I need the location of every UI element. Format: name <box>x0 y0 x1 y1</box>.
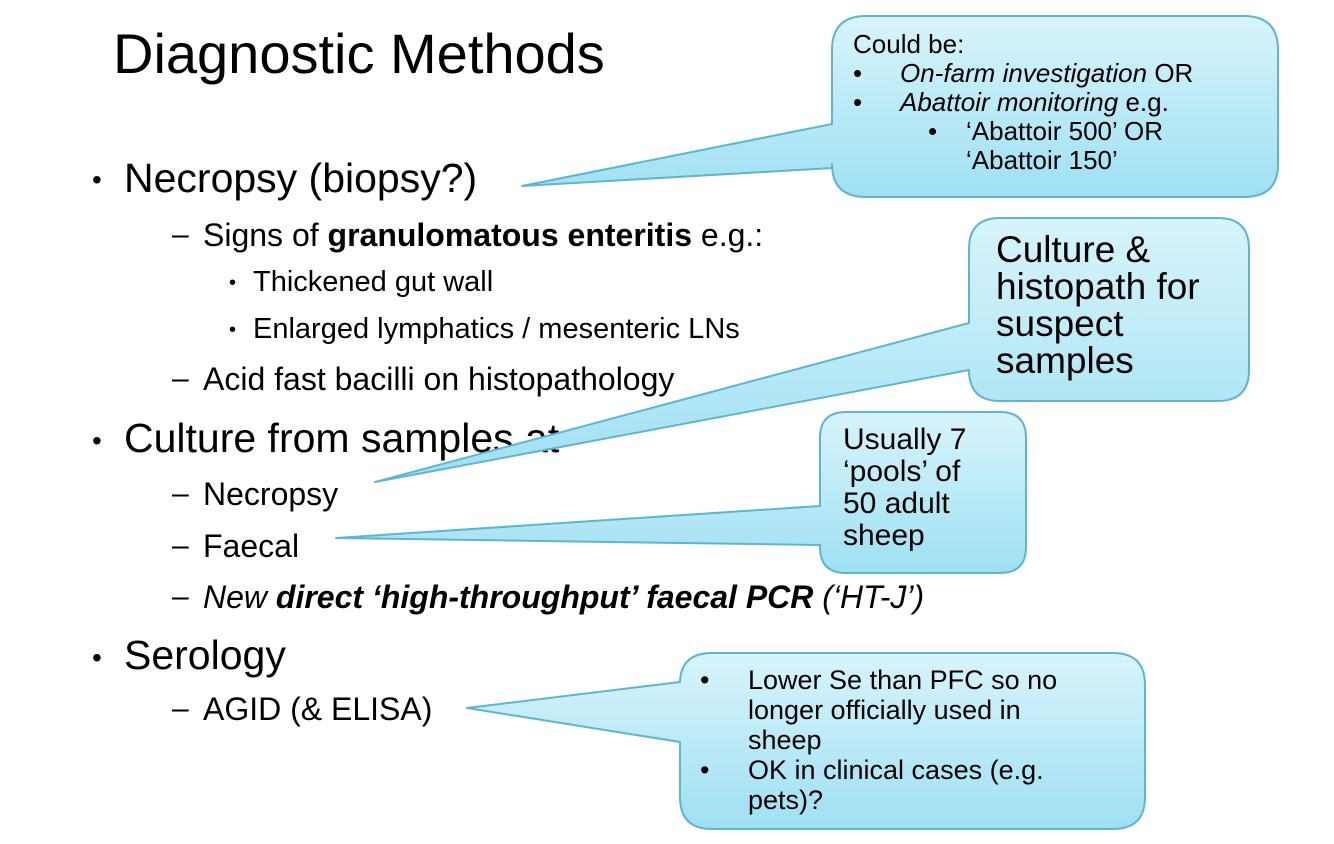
callout-line: samples <box>996 340 1134 381</box>
abattoir-italic: Abattoir monitoring <box>900 87 1119 117</box>
callout-bullet-dot: • <box>853 87 863 117</box>
abattoir-suffix: e.g. <box>1118 87 1169 117</box>
pcr-bold: direct ‘high-throughput’ faecal PCR <box>275 579 814 615</box>
pcr-new: New <box>203 579 276 615</box>
dash-marker: – <box>172 580 189 613</box>
callout-investigation: Could be: •On-farm investigation OR •Aba… <box>853 30 1193 175</box>
callout-item-abattoir: • Abattoir monitoring e.g. <box>853 88 1193 117</box>
callout-item-lower-se: • Lower Se than PFC so no <box>700 665 1057 695</box>
callout-line: 50 adult <box>843 487 950 520</box>
callout-line: longer officially used in <box>748 695 1021 725</box>
bullet-enlarged: Enlarged lymphatics / mesenteric LNs <box>253 313 740 345</box>
dash-marker: – <box>172 529 189 562</box>
callout-item-onfarm: • On-farm investigation OR <box>853 59 1193 88</box>
callout-sub-abattoir-500: • ‘Abattoir 500’ OR <box>853 117 1193 146</box>
callout-shape-serology <box>466 652 1146 830</box>
callout-serology: • Lower Se than PFC so no longer official… <box>700 665 1057 815</box>
sub-bullet-dot: • <box>229 319 237 341</box>
dash-marker: – <box>172 218 189 251</box>
onfarm-italic: On-farm investigation <box>900 58 1148 88</box>
callout-bullet-dot: • <box>700 755 710 785</box>
callout-shape-pools <box>335 411 1027 574</box>
callout-pools: Usually 7 ‘pools’ of 50 adult sheep <box>843 424 966 552</box>
dash-marker: – <box>172 692 189 725</box>
sub-bullet-dot: • <box>229 272 237 294</box>
bullet-dot: • <box>92 642 102 673</box>
callout-line: Culture & <box>996 229 1151 270</box>
bullet-signs: Signs of granulomatous enteritis e.g.: <box>203 217 763 253</box>
lower-se-line: Lower Se than PFC so no <box>748 665 1058 695</box>
callout-shape-investigation <box>521 15 1279 198</box>
callout-line: sheep <box>748 725 822 755</box>
bullet-agid: AGID (& ELISA) <box>203 691 433 727</box>
bullet-dot: • <box>92 425 102 456</box>
callout-culture: Culture & histopath for suspect samples <box>996 231 1200 379</box>
callout-shape-culture <box>374 217 1250 483</box>
onfarm-suffix: OR <box>1147 58 1194 88</box>
clinical-line: OK in clinical cases (e.g. <box>748 755 1044 785</box>
bullet-pcr: New direct ‘high-throughput’ faecal PCR … <box>203 579 924 615</box>
callout-line: Usually 7 <box>843 423 967 456</box>
callout-bullet-dot: • <box>853 58 863 88</box>
callout-line: suspect <box>996 303 1124 344</box>
bullet-acid-fast: Acid fast bacilli on histopathology <box>203 361 675 397</box>
callout-line: histopath for <box>996 266 1200 307</box>
slide-title: Diagnostic Methods <box>113 22 605 85</box>
signs-suffix: e.g.: <box>692 217 764 253</box>
bullet-thickened: Thickened gut wall <box>253 266 494 298</box>
bullet-culture-necropsy: Necropsy <box>203 476 339 512</box>
callout-line: ‘pools’ of <box>843 455 961 488</box>
bullet-serology: Serology <box>124 632 286 678</box>
signs-bold: granulomatous enteritis <box>327 217 693 253</box>
bullet-culture-faecal: Faecal <box>203 528 300 564</box>
callout-sub-bullet-dot: • <box>928 116 938 146</box>
dash-marker: – <box>172 362 189 395</box>
dash-marker: – <box>172 477 189 510</box>
callout-item-clinical: • OK in clinical cases (e.g. <box>700 755 1057 785</box>
callout-sub-abattoir-150: ‘Abattoir 150’ <box>966 145 1118 175</box>
callout-line: pets)? <box>748 785 824 815</box>
callout-line: sheep <box>843 519 925 552</box>
bullet-dot: • <box>92 164 102 195</box>
callout-bullet-dot: • <box>700 665 710 695</box>
abattoir-500: ‘Abattoir 500’ OR <box>966 116 1164 146</box>
callout-heading: Could be: <box>853 29 965 59</box>
bullet-necropsy: Necropsy (biopsy?) <box>124 155 478 201</box>
signs-prefix: Signs of <box>203 217 328 253</box>
pcr-suffix: (‘HT-J’) <box>813 579 925 615</box>
